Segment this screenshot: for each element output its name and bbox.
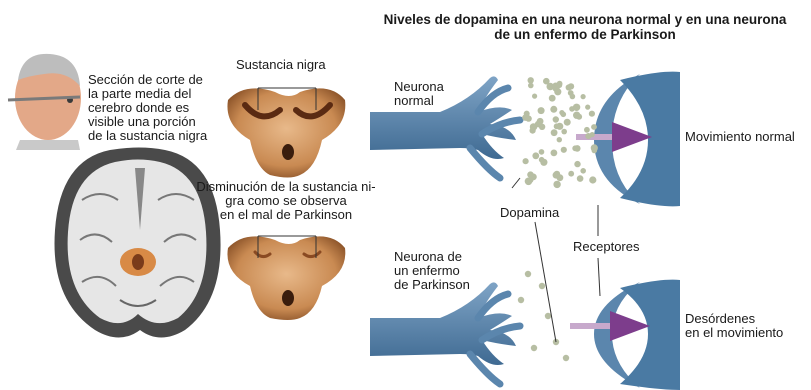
- dopamine-granule: [561, 129, 567, 135]
- dopamine-granule: [530, 174, 537, 181]
- dopamine-granule: [531, 345, 537, 351]
- dopamine-granule: [557, 137, 562, 142]
- dopamine-granule: [566, 84, 572, 90]
- neuron-normal: [370, 76, 520, 178]
- dopamine-granule: [577, 175, 584, 182]
- dopamine-granule: [525, 115, 531, 121]
- dopamine-granule: [554, 123, 560, 129]
- dopamine-granule: [589, 111, 595, 117]
- dopamine-granule: [538, 107, 545, 114]
- dopamine-granule: [518, 297, 524, 303]
- dopamine-granule: [532, 94, 537, 99]
- neuron-parkinson: [370, 282, 520, 384]
- dopamine-granule: [564, 119, 571, 126]
- dopamine-granule: [563, 355, 569, 361]
- dopamine-granule: [530, 128, 536, 134]
- dopamine-label: Dopamina: [500, 206, 559, 220]
- dopamine-granule: [552, 83, 560, 91]
- receptor-parkinson: [594, 280, 680, 390]
- dopamine-granule: [553, 181, 560, 188]
- dopamine-granule: [523, 158, 529, 164]
- dopamine-granule: [537, 118, 544, 125]
- dopamine-granule: [551, 150, 558, 157]
- dopamine-granule: [559, 110, 564, 115]
- dopamine-granule: [553, 172, 560, 179]
- dopamine-granule: [581, 94, 586, 99]
- receptors-label: Receptores: [573, 240, 639, 254]
- dopamine-granule: [573, 104, 580, 111]
- dopamine-granule: [553, 116, 559, 122]
- brain-section: [55, 148, 221, 338]
- dopamine-dots-parkinson: [518, 271, 569, 361]
- arrow-parkinson: [570, 311, 650, 341]
- parkinson-neuron-label: Neurona de un enfermo de Parkinson: [394, 250, 470, 292]
- nigra-label: Sustancia nigra: [236, 58, 326, 72]
- dopamine-granule: [550, 106, 557, 113]
- dopamine-granule: [572, 145, 578, 151]
- dopamine-granule: [539, 283, 545, 289]
- dopamine-granule: [580, 168, 586, 174]
- dopamine-granule: [592, 148, 598, 154]
- dopamine-granule: [561, 147, 567, 153]
- dopamine-granule: [591, 124, 597, 130]
- diagram-title: Niveles de dopamina en una neurona norma…: [360, 12, 810, 42]
- dopamine-dots-normal: [522, 77, 598, 188]
- normal-movement-label: Movimiento normal: [685, 130, 795, 144]
- dopamine-granule: [549, 95, 556, 102]
- head-illustration: [8, 54, 81, 150]
- nigra-slice-normal: [227, 88, 345, 178]
- decrease-caption: Disminución de la sustancia ni- gra como…: [186, 180, 386, 222]
- dopamine-granule: [573, 112, 580, 119]
- dopamine-granule: [525, 271, 531, 277]
- dopamine-granule: [568, 171, 574, 177]
- dopamine-granule: [528, 77, 534, 83]
- dopamine-granule: [574, 161, 580, 167]
- dopamine-granule: [543, 78, 550, 85]
- dopamine-granule: [551, 129, 558, 136]
- dopamine-granule: [539, 149, 545, 155]
- movement-disorders-label: Desórdenes en el movimiento: [685, 312, 783, 340]
- nigra-slice-parkinson: [227, 236, 345, 320]
- dopamine-granule: [570, 94, 576, 100]
- dopamine-granule: [540, 159, 547, 166]
- dopamine-granule: [585, 105, 590, 110]
- dopamine-granule: [589, 176, 596, 183]
- dopamine-granule: [590, 132, 595, 137]
- dopamine-granule: [532, 152, 539, 159]
- dopamine-granule: [528, 83, 534, 89]
- normal-neuron-label: Neurona normal: [394, 80, 444, 108]
- dopamine-granule: [545, 313, 551, 319]
- section-caption: Sección de corte de la parte media del c…: [88, 73, 207, 143]
- leader-lines: [512, 178, 600, 342]
- dopamine-granule: [584, 127, 590, 133]
